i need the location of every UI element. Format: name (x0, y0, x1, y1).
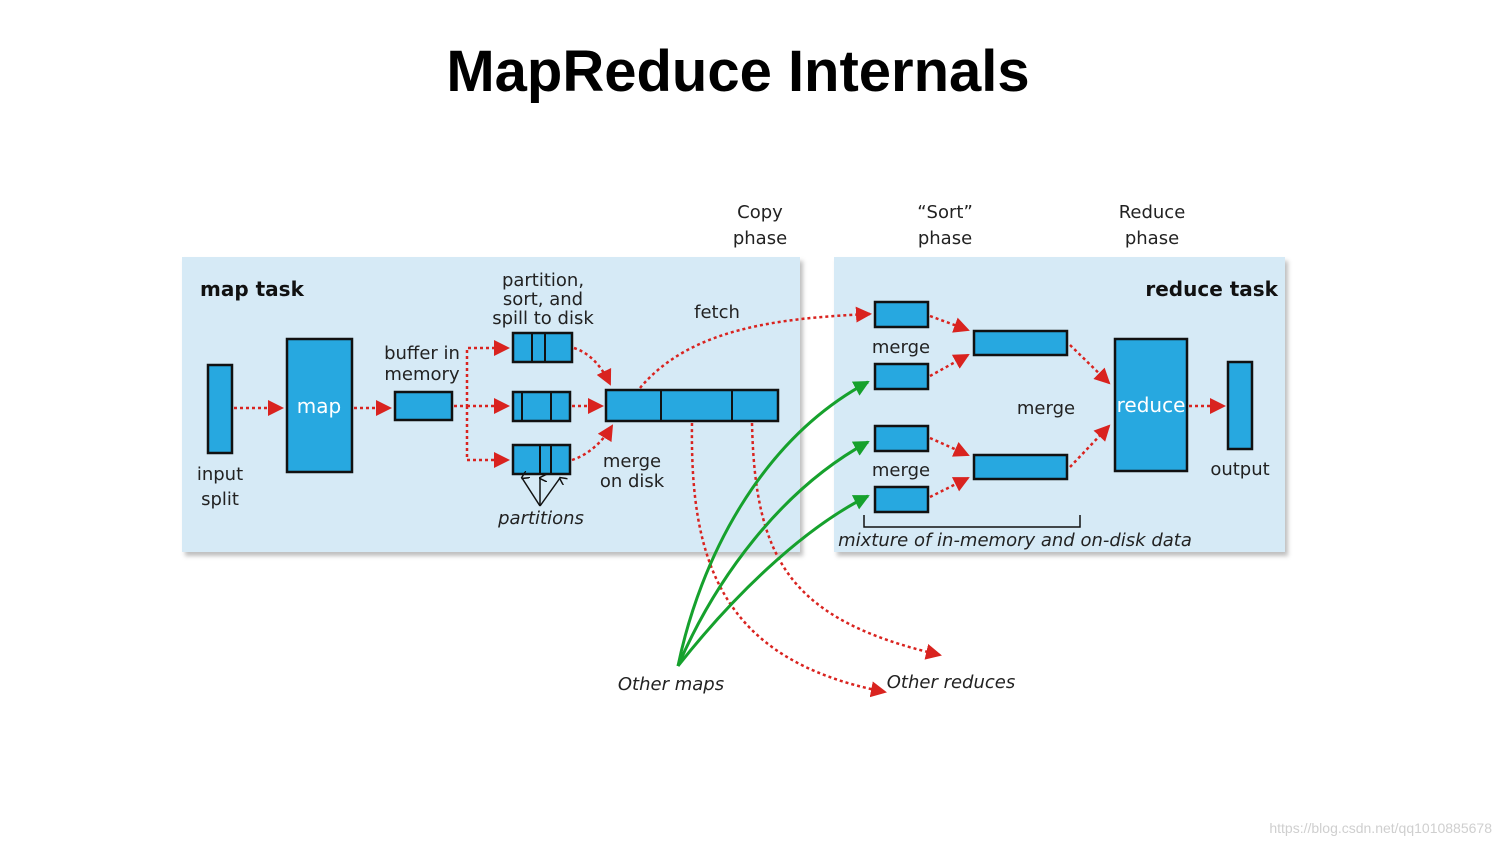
page-title: MapReduce Internals (446, 39, 1030, 104)
fetched-segment-3 (873, 424, 930, 453)
map-task-title: map task (200, 277, 305, 301)
arrow-buffer-to-spill-bottom (465, 406, 510, 468)
svg-text:buffer in: buffer in (384, 343, 460, 364)
other-maps-label: Other maps (618, 674, 724, 695)
input-split-label: input split (197, 464, 243, 510)
svg-text:phase: phase (1125, 228, 1179, 249)
arrow-seg2-to-merged-top (929, 353, 970, 378)
svg-text:merge: merge (603, 451, 661, 472)
partitions-arrows (522, 478, 560, 507)
watermark: https://blog.csdn.net/qq1010885678 (1269, 820, 1492, 836)
spill-file-bottom (511, 443, 572, 476)
arrow-to-other-reduce-1 (690, 422, 887, 698)
svg-text:Reduce: Reduce (1119, 202, 1186, 223)
spill-file-mid (511, 390, 572, 423)
merge-label-bottom: merge (872, 460, 930, 481)
output-label: output (1210, 459, 1269, 480)
svg-text:phase: phase (918, 228, 972, 249)
reduce-box (1113, 337, 1189, 473)
merge-label-mid: merge (1017, 398, 1075, 419)
other-reduces-label: Other reduces (887, 672, 1016, 693)
svg-text:input: input (197, 464, 243, 485)
svg-text:partition,: partition, (502, 270, 584, 291)
arrow-other-maps-1 (676, 380, 870, 667)
arrow-to-other-reduce-2 (750, 422, 942, 660)
buffer-box (393, 390, 454, 422)
merge-label-top: merge (872, 337, 930, 358)
buffer-label: buffer in memory (384, 343, 460, 385)
fetch-label: fetch (694, 302, 740, 323)
spill-file-top (511, 331, 574, 364)
merge-on-disk-label: merge on disk (600, 451, 665, 492)
svg-text:Copy: Copy (737, 202, 783, 223)
svg-text:memory: memory (384, 364, 460, 385)
svg-text:on disk: on disk (600, 471, 665, 492)
fetched-segment-4 (873, 485, 930, 514)
arrow-spill-bottom-to-merge (571, 424, 614, 462)
arrow-seg4-to-merged-bottom (929, 476, 970, 499)
reduce-phase-label: Reduce phase (1119, 202, 1186, 249)
fetched-segment-1 (873, 300, 930, 329)
copy-phase-label: Copy phase (733, 202, 787, 249)
svg-text:“Sort”: “Sort” (917, 202, 973, 223)
reduce-task-title: reduce task (1145, 277, 1278, 301)
arrow-other-maps-2 (676, 440, 870, 667)
mixture-bracket (863, 515, 1081, 528)
sort-phase-label: “Sort” phase (917, 202, 973, 249)
svg-text:split: split (201, 489, 239, 510)
arrow-seg1-to-merged-top (929, 314, 970, 333)
input-split-box (206, 363, 234, 455)
arrow-buffer-to-spill-top (454, 340, 510, 408)
svg-text:sort, and: sort, and (503, 289, 583, 310)
map-box (285, 337, 354, 474)
map-output-file (604, 388, 780, 423)
map-label: map (297, 394, 341, 418)
arrow-seg3-to-merged-bottom (929, 436, 970, 457)
arrow-other-maps-3 (676, 494, 870, 667)
output-box (1226, 360, 1254, 451)
mixture-label: mixture of in-memory and on-disk data (838, 530, 1192, 551)
reduce-label: reduce (1117, 393, 1186, 417)
svg-text:phase: phase (733, 228, 787, 249)
spill-label: partition, sort, and spill to disk (492, 270, 594, 329)
merged-segment-bottom (972, 453, 1069, 481)
fetched-segment-2 (873, 362, 930, 391)
merged-segment-top (972, 329, 1069, 357)
partitions-label: partitions (497, 508, 584, 529)
svg-text:spill to disk: spill to disk (492, 308, 594, 329)
